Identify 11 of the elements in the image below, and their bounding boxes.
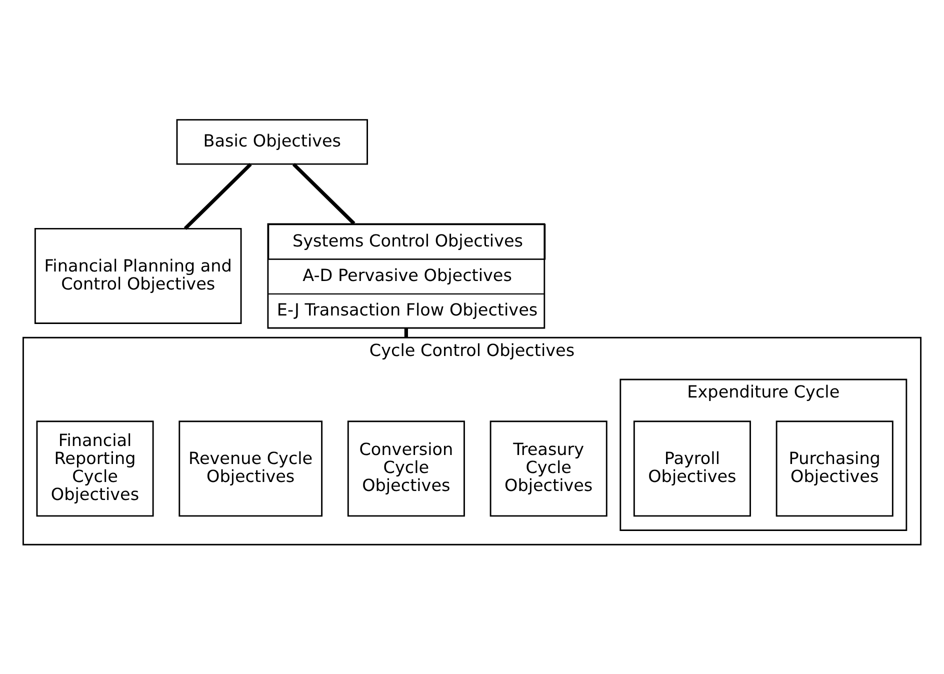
- node-box: Basic Objectives: [176, 119, 368, 165]
- connector: [404, 328, 408, 338]
- node-box: Purchasing Objectives: [776, 420, 894, 517]
- node-box: Financial Reporting Cycle Objectives: [36, 420, 154, 517]
- node-box: Conversion Cycle Objectives: [347, 420, 465, 517]
- connector: [184, 163, 252, 230]
- node-box: Payroll Objectives: [633, 420, 751, 517]
- node-box: Financial Planning and Control Objectives: [34, 228, 242, 324]
- node-box: Treasury Cycle Objectives: [490, 420, 608, 517]
- node-box: Revenue Cycle Objectives: [178, 420, 323, 517]
- connector: [292, 162, 356, 225]
